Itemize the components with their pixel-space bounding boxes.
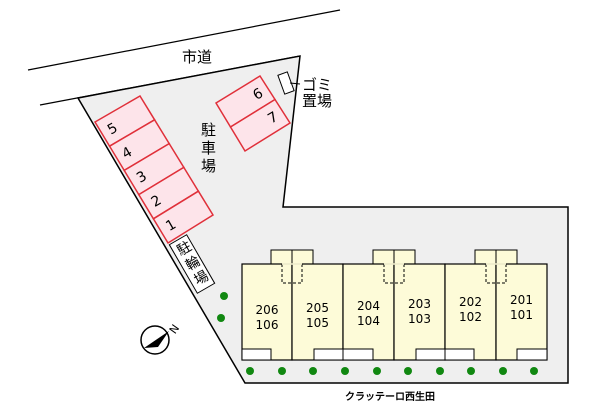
compass: N bbox=[140, 322, 182, 355]
tree-icon bbox=[373, 367, 381, 375]
compass-arrow-icon bbox=[144, 331, 169, 348]
tree-icon bbox=[217, 314, 225, 322]
unit-number-lower: 104 bbox=[357, 314, 380, 328]
garbage-box bbox=[277, 71, 295, 95]
unit-number-upper: 206 bbox=[256, 303, 279, 317]
parking-space-outline bbox=[229, 98, 292, 153]
parking-space-1: 1 bbox=[152, 190, 215, 245]
unit-number-upper: 203 bbox=[408, 297, 431, 311]
trees bbox=[217, 292, 538, 375]
unit-outline bbox=[342, 263, 395, 361]
compass-label: N bbox=[167, 322, 182, 336]
tree-icon bbox=[467, 367, 475, 375]
outdoor-unit bbox=[241, 348, 272, 361]
parking-space-outline bbox=[152, 190, 215, 245]
unit-outline bbox=[291, 263, 344, 361]
unit-outline bbox=[393, 263, 446, 361]
tree-icon bbox=[341, 367, 349, 375]
unit-number-upper: 205 bbox=[306, 301, 329, 315]
parking-area-right: 67 bbox=[214, 74, 292, 153]
tree-icon bbox=[530, 367, 538, 375]
tree-icon bbox=[246, 367, 254, 375]
tree-icon bbox=[499, 367, 507, 375]
garbage-label-line2: 置場 bbox=[302, 92, 332, 110]
garbage-leader-line bbox=[289, 82, 301, 85]
tree-icon bbox=[220, 292, 228, 300]
tree-icon bbox=[404, 367, 412, 375]
unit-number-lower: 105 bbox=[306, 316, 329, 330]
garbage-label-line1: ゴミ bbox=[302, 76, 332, 94]
tree-icon bbox=[309, 367, 317, 375]
unit-number-lower: 102 bbox=[459, 310, 482, 324]
unit-number-upper: 202 bbox=[459, 295, 482, 309]
unit-outline bbox=[241, 263, 293, 361]
unit-number-upper: 201 bbox=[510, 293, 533, 307]
bicycle-parking-frame bbox=[168, 234, 216, 294]
road-label: 市道 bbox=[182, 48, 212, 66]
unit-outline bbox=[444, 263, 497, 361]
outdoor-unit bbox=[444, 348, 475, 361]
outdoor-unit bbox=[342, 348, 374, 361]
parking-space-4: 4 bbox=[108, 118, 171, 172]
road-edge-top bbox=[27, 9, 341, 71]
outdoor-unit bbox=[415, 348, 446, 361]
parking-space-7: 7 bbox=[229, 98, 292, 153]
unit-outline bbox=[495, 263, 548, 361]
outdoor-unit bbox=[516, 348, 548, 361]
tree-icon bbox=[436, 367, 444, 375]
unit-number-lower: 103 bbox=[408, 312, 431, 326]
tree-icon bbox=[278, 367, 286, 375]
outdoor-unit bbox=[313, 348, 344, 361]
parking-label: 駐車場 bbox=[199, 122, 217, 176]
unit-number-lower: 106 bbox=[256, 318, 279, 332]
unit-number-lower: 101 bbox=[510, 308, 533, 322]
building-name: クラッテーロ西生田 bbox=[345, 390, 435, 403]
unit-number-upper: 204 bbox=[357, 299, 380, 313]
compass-ring bbox=[140, 325, 170, 355]
